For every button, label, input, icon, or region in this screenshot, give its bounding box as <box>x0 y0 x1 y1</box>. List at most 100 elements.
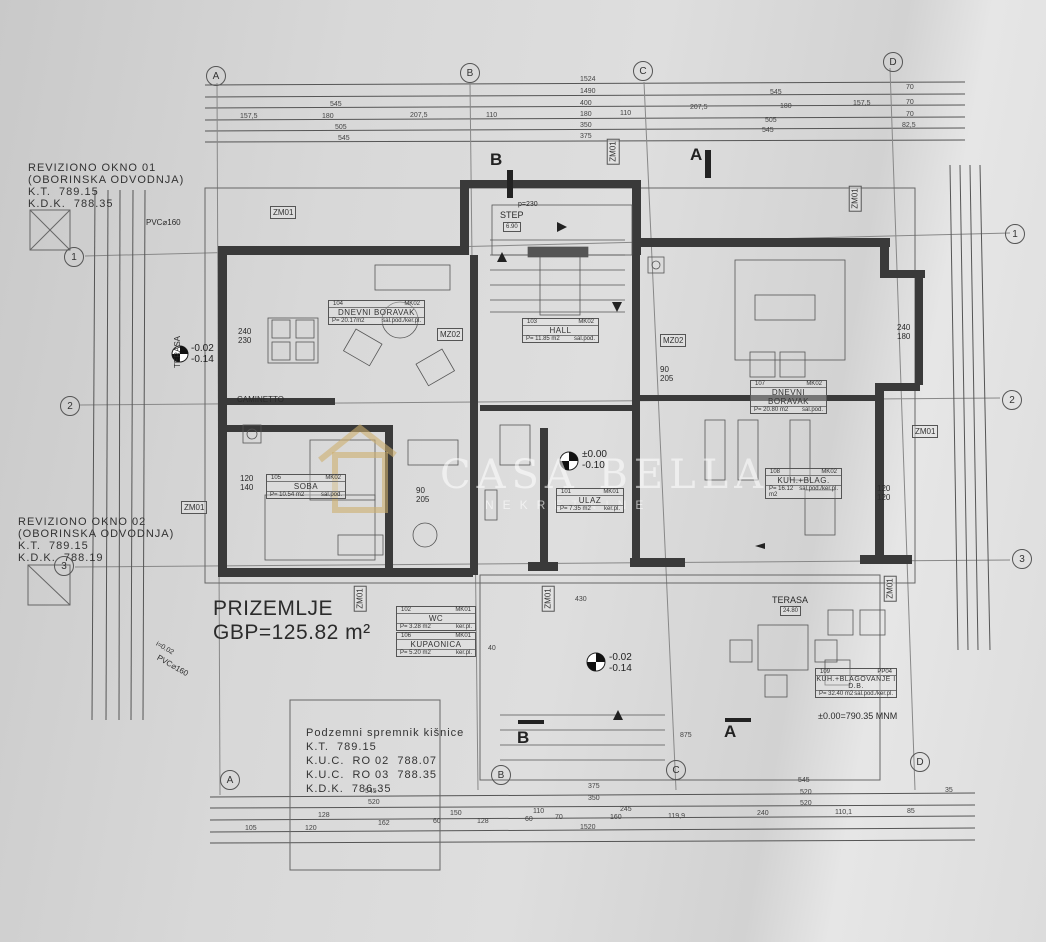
fireplace-label: CAMINETTO <box>237 395 284 404</box>
room-id: 106 <box>401 633 412 639</box>
dim-bottom-row4: 128 <box>477 818 489 825</box>
watermark-brand: CASA BELLA <box>440 452 770 498</box>
room-name: DNEVNI BORAVAK <box>768 388 809 406</box>
room-floor: sal.pod./ker.pl. <box>799 486 838 492</box>
room-area: P= 20.80 m2 <box>754 407 789 413</box>
dim-bottom-row1-right: 545 <box>798 777 810 784</box>
dim-total-top: 1524 <box>580 76 596 83</box>
dim-top-row5-left: 505 <box>335 124 347 131</box>
dim-bottom-row4: 60 <box>525 816 533 823</box>
dim-top-row6-left: 545 <box>338 135 350 142</box>
zm01-tag: ZM01 <box>181 501 208 514</box>
room-name: KUH.+BLAG. <box>777 476 830 485</box>
room-name: SOBA <box>293 482 319 491</box>
room-id: 102 <box>401 607 412 613</box>
section-b-bottom: B <box>517 728 530 747</box>
section-a-bottom: A <box>724 722 737 741</box>
dim-bottom-row1-left: 545 <box>365 788 377 795</box>
room-floor: ker.pl. <box>455 624 472 630</box>
dim-top-row4: 180 <box>580 111 592 118</box>
revision-shaft-01-note: REVIZIONO OKNO 01 (OBORINSKA ODVODNJA) K… <box>28 162 185 210</box>
dim-bottom-row4: 162 <box>378 820 390 827</box>
axis-a-top: A <box>206 66 226 86</box>
level-front: -0.02-0.14 <box>609 652 632 674</box>
dim-top-row4: 110 <box>486 112 498 119</box>
dim-bottom-total: 1520 <box>580 824 596 831</box>
room-id: 104 <box>333 301 344 307</box>
mz02-tag: MZ02 <box>660 334 687 347</box>
room-name: KUPAONICA <box>410 640 462 649</box>
axis-2-left: 2 <box>60 396 80 416</box>
dim-bottom-row2-right: 520 <box>800 789 812 796</box>
dim-top-row4: 157,5 <box>853 100 871 107</box>
axis-1-left: 1 <box>64 247 84 267</box>
dim-bottom-row4: 240 <box>757 810 769 817</box>
axis-a-bottom: A <box>220 770 240 790</box>
dim-bottom-row3: 150 <box>450 810 462 817</box>
level-top: -0.02 <box>609 652 632 663</box>
dim-bottom-row4: 110,1 <box>835 809 852 816</box>
room-id: 101 <box>561 489 572 495</box>
room-area: P= 7.35 m2 <box>560 506 591 512</box>
plan-title: PRIZEMLJE <box>213 597 334 620</box>
room-floor: sal.pod./ker.pl. <box>382 318 421 324</box>
room-code: MK02 <box>325 475 341 481</box>
zm01-tag: ZM01 <box>541 585 555 612</box>
room-floor: sal.pod. <box>573 336 595 342</box>
level-top: ±0.00 <box>582 449 607 460</box>
dim-top-row4: 157,5 <box>240 113 258 120</box>
zm01-tag: ZM01 <box>606 138 620 165</box>
room-id: 108 <box>770 469 781 475</box>
room-code: MK02 <box>821 469 837 475</box>
dim-top-row3-right: 545 <box>770 89 782 96</box>
opening-dim: 240 180 <box>897 323 911 341</box>
dim-bottom-row4: 60 <box>433 818 441 825</box>
mz02-tag: MZ02 <box>437 328 464 341</box>
axis-3-right: 3 <box>1012 549 1032 569</box>
dim-top-row4: 180 <box>322 113 334 120</box>
room-floor: ker.pl. <box>455 650 472 656</box>
dim-bottom-row4: 85 <box>907 808 915 815</box>
gross-floor-area: GBP=125.82 m² <box>213 621 371 644</box>
room-name: WC <box>428 614 444 623</box>
level-left-terrace: -0.02-0.14 <box>191 343 214 365</box>
room-floor: sal.pod. <box>801 407 823 413</box>
level-top: -0.02 <box>191 343 214 354</box>
axis-2-right: 2 <box>1002 390 1022 410</box>
opening-dim: 90 205 <box>660 365 674 383</box>
zm01-tag: ZM01 <box>883 575 897 602</box>
room-name: KUH.+BLAGOVANJE I D.B. <box>816 676 896 690</box>
room-code: MK01 <box>603 489 619 495</box>
opening-dim: 90 205 <box>416 486 430 504</box>
dim-bottom-row3: 520 <box>800 800 812 807</box>
room-area: P= 5.20 m2 <box>400 650 431 656</box>
room-area: P= 32.40 m2 <box>819 691 854 697</box>
dim-top-row4: 207,5 <box>410 112 428 119</box>
dim-top-row4: 207,5 <box>690 104 708 111</box>
room-area: P= 10.54 m2 <box>270 492 305 498</box>
room-code: MK02 <box>806 381 822 387</box>
dim-top-row6-right: 545 <box>762 127 774 134</box>
zm01-tag: ZM01 <box>353 585 367 612</box>
room-id: 103 <box>527 319 538 325</box>
zm01-tag: ZM01 <box>912 425 939 438</box>
dim-top-row4: 180 <box>780 103 792 110</box>
dim-top-side: 70 <box>906 84 914 91</box>
revision-shaft-02-note: REVIZIONO OKNO 02 (OBORINSKA ODVODNJA) K… <box>18 516 175 564</box>
level-bottom: -0.10 <box>582 460 605 471</box>
axis-b-top: B <box>460 63 480 83</box>
dim-bottom-row3: 110 <box>533 808 545 815</box>
zm01-tag: ZM01 <box>270 206 297 219</box>
dim-misc: 430 <box>575 596 587 603</box>
axis-1-right: 1 <box>1005 224 1025 244</box>
left-terrace-label: TERASA <box>173 335 182 368</box>
dim-bottom-row3: 245 <box>620 806 632 813</box>
dim-misc: 875 <box>680 732 692 739</box>
room-floor: ker.pl. <box>603 506 620 512</box>
